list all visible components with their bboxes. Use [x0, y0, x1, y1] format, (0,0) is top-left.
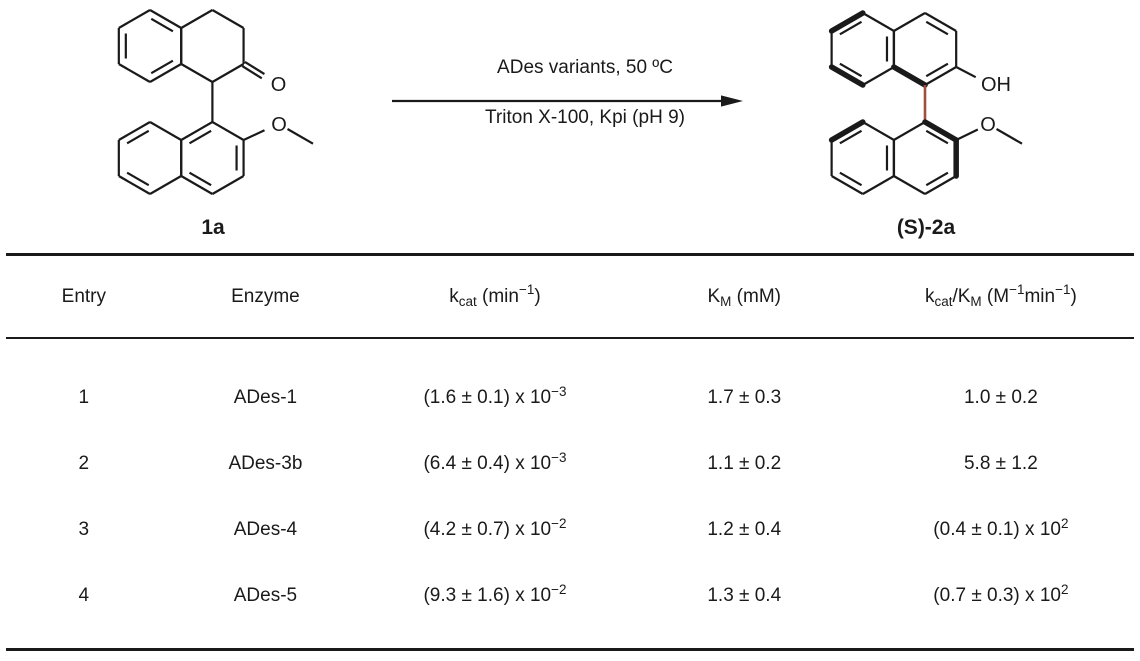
table-row: 4 ADes-5 (9.3 ± 1.6) x 10−2 1.3 ± 0.4 (0…	[6, 563, 1134, 629]
carbonyl-oxygen-label: O	[271, 74, 287, 96]
bond	[955, 128, 979, 141]
bond	[188, 171, 212, 187]
bond	[150, 59, 174, 75]
table-cell: 4	[78, 585, 90, 606]
bond	[831, 175, 864, 195]
table-spacer-row	[6, 338, 1134, 365]
substrate-label: 1a	[201, 216, 225, 239]
bond	[995, 128, 1023, 145]
bond	[925, 20, 949, 36]
bond	[241, 65, 263, 80]
bond	[893, 121, 926, 141]
bond	[150, 17, 174, 33]
bond	[839, 20, 863, 36]
table-cell: (0.7 ± 0.3) x 102	[933, 581, 1069, 606]
table-cell: ADes-4	[233, 519, 298, 540]
bond	[211, 121, 245, 141]
table-cell: 1.3 ± 0.4	[707, 585, 782, 606]
bond	[828, 10, 866, 34]
bond	[180, 63, 213, 83]
bond	[180, 121, 213, 141]
bond	[126, 129, 150, 145]
table-cell: (9.3 ± 1.6) x 10−2	[423, 581, 567, 606]
column-header-enzyme: Enzyme	[161, 254, 370, 339]
bond	[244, 60, 266, 76]
product-structure: OH O	[828, 10, 1023, 195]
bond	[862, 175, 895, 195]
bond	[149, 175, 182, 195]
table-cell: ADes-5	[233, 585, 298, 606]
table-cell: 1	[78, 387, 90, 408]
table-cell: 1.2 ± 0.4	[707, 519, 782, 540]
bond	[211, 175, 245, 195]
bond	[118, 175, 151, 195]
column-header-entry: Entry	[6, 254, 162, 339]
bond	[180, 9, 213, 29]
bond	[839, 129, 863, 145]
bond	[286, 128, 314, 145]
table-cell: (4.2 ± 0.7) x 10−2	[423, 515, 567, 540]
bond	[118, 63, 151, 83]
bond	[839, 62, 863, 78]
bond	[862, 121, 895, 141]
bond	[955, 66, 977, 79]
column-header-kcat: kcat (min−1)	[369, 254, 621, 339]
reaction-arrow-icon	[392, 95, 743, 107]
bond	[211, 9, 245, 29]
bond	[925, 129, 949, 145]
bond	[828, 64, 866, 88]
bond	[149, 63, 182, 83]
bond	[211, 63, 245, 83]
kinetics-table: Entry Enzyme kcat (min−1) KM (mM) kcat/K…	[6, 253, 1134, 651]
bond	[922, 119, 959, 143]
table-cell: 3	[78, 519, 90, 540]
reaction-conditions-line2: Triton X-100, Kpi (pH 9)	[485, 107, 685, 128]
reaction-conditions-line1: ADes variants, 50 ºC	[497, 57, 673, 78]
table-spacer-row	[6, 629, 1134, 650]
bond	[893, 175, 926, 195]
bond	[188, 129, 212, 145]
bond	[243, 129, 265, 141]
bond	[839, 171, 863, 187]
column-header-kcat-km: kcat/KM (M−1min−1)	[867, 254, 1134, 339]
product-methoxy-oxygen-label: O	[980, 114, 996, 136]
table-cell: 1.0 ± 0.2	[963, 387, 1038, 408]
hydroxyl-label: OH	[981, 74, 1011, 96]
bond	[828, 119, 866, 143]
bond	[924, 66, 957, 86]
table-cell: 5.8 ± 1.2	[963, 453, 1038, 474]
bond	[862, 12, 895, 32]
table-header-row: Entry Enzyme kcat (min−1) KM (mM) kcat/K…	[6, 254, 1134, 339]
bond	[924, 175, 957, 195]
table-cell: ADes-3b	[228, 453, 303, 474]
bond	[149, 121, 182, 141]
bond	[862, 66, 895, 86]
bond	[118, 121, 151, 141]
bond	[149, 9, 182, 29]
product-label: (S)-2a	[896, 216, 956, 239]
bond	[891, 64, 928, 88]
table-row: 2 ADes-3b (6.4 ± 0.4) x 10−3 1.1 ± 0.2 5…	[6, 431, 1134, 497]
table-cell: 1.1 ± 0.2	[707, 453, 782, 474]
substrate-structure: OO	[117, 9, 314, 195]
table-cell: 2	[78, 453, 90, 474]
bond	[925, 62, 949, 78]
column-header-km: KM (mM)	[620, 254, 868, 339]
table-cell: (0.4 ± 0.1) x 102	[933, 515, 1069, 540]
bond	[925, 171, 949, 187]
table-cell: (6.4 ± 0.4) x 10−3	[423, 449, 567, 474]
table-cell: (1.6 ± 0.1) x 10−3	[423, 383, 567, 408]
substrate-methoxy-oxygen-label: O	[271, 114, 287, 136]
bond	[126, 171, 150, 187]
bond	[924, 12, 957, 32]
table-cell: ADes-1	[233, 387, 298, 408]
table-cell: 1.7 ± 0.3	[707, 387, 782, 408]
bond	[180, 175, 213, 195]
bond	[118, 9, 151, 29]
bond	[893, 12, 926, 32]
table-row: 3 ADes-4 (4.2 ± 0.7) x 10−2 1.2 ± 0.4 (0…	[6, 497, 1134, 563]
table-row: 1 ADes-1 (1.6 ± 0.1) x 10−3 1.7 ± 0.3 1.…	[6, 365, 1134, 431]
